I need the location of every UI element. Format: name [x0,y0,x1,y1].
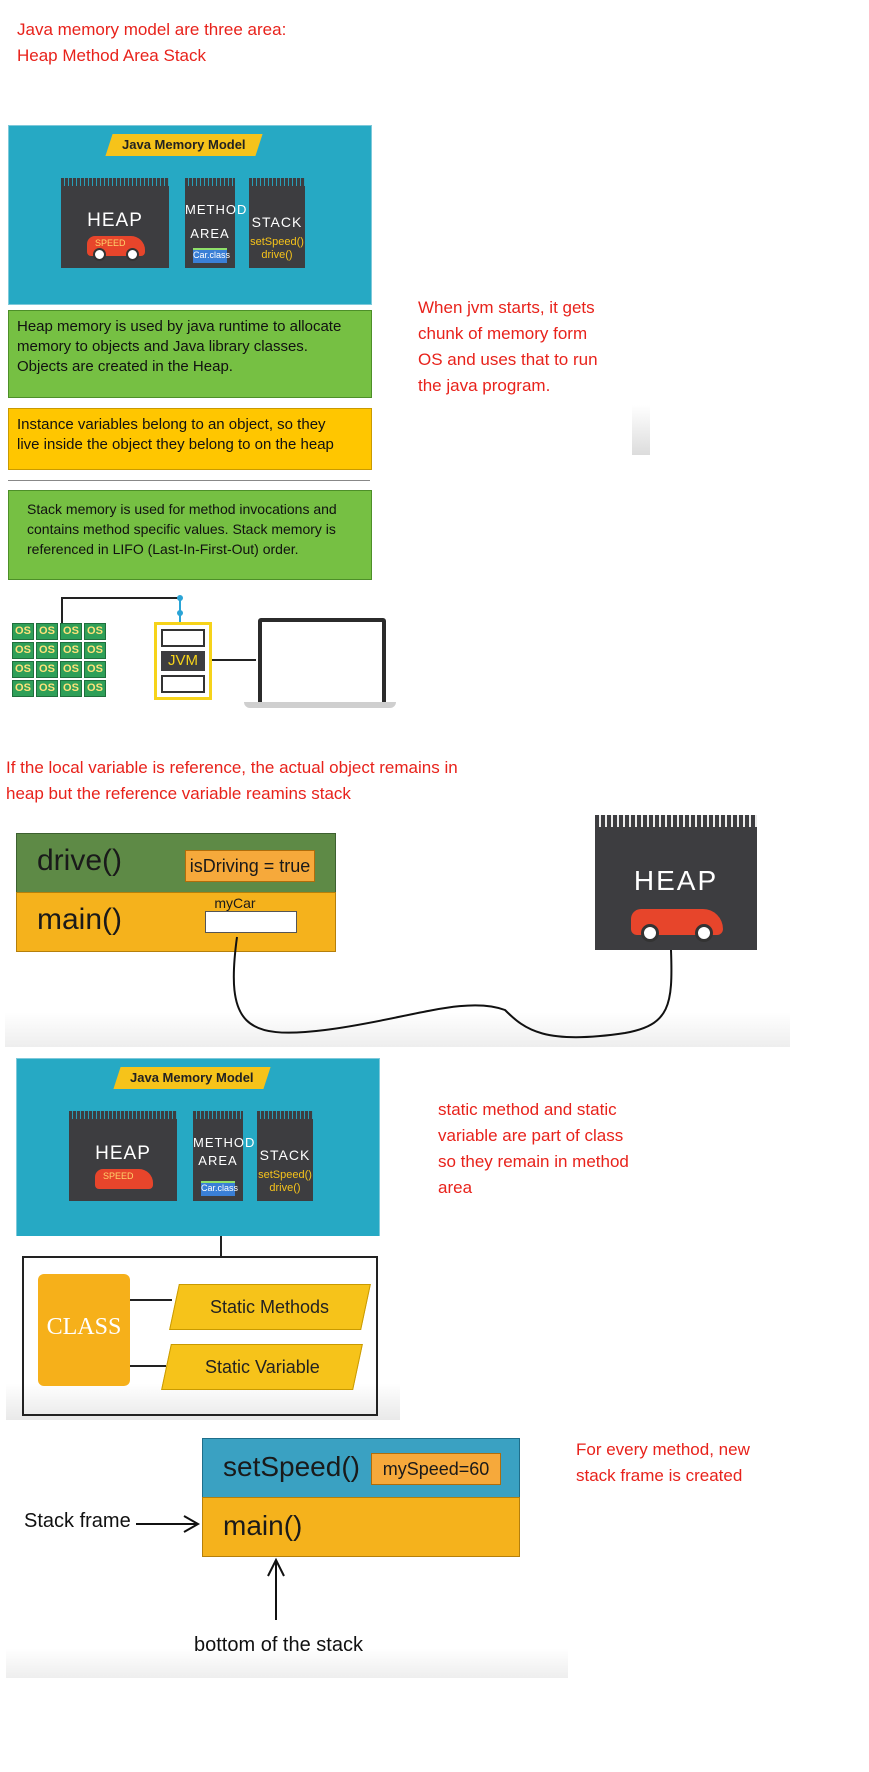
stack-frame-diagram: setSpeed() mySpeed=60 main() Stack frame… [6,1430,568,1678]
stack-arrows [136,1515,285,1620]
area-label: AREA [190,226,230,241]
bottom-of-stack-label: bottom of the stack [194,1634,363,1656]
laptop-base-icon [244,702,396,708]
stack-frame-note: For every method, new stack frame is cre… [576,1440,750,1485]
heap-large-label: HEAP [633,865,719,896]
drive-frame-label: drive() [37,844,123,877]
os-cell: OS [36,661,58,678]
panel-title-2: Java Memory Model [113,1067,271,1089]
jvm-start-note: When jvm starts, it gets chunk of memory… [418,298,598,395]
os-cell: OS [60,661,82,678]
my-car-slot [205,911,297,933]
is-driving-tag: isDriving = true [185,850,315,882]
set-speed-label: setSpeed() [250,236,304,248]
set-speed-frame-label: setSpeed() [223,1451,360,1482]
os-cell: OS [12,642,34,659]
stack-frame-label: Stack frame [24,1510,131,1532]
memory-model-panel-2: Java Memory Model HEAP SPEED METHOD AREA… [16,1058,380,1238]
heap-block: HEAP SPEED [61,178,169,268]
os-cell: OS [36,623,58,640]
class-diagram: CLASS Static Methods Static Variable [6,1236,400,1420]
car-icon-large [631,909,723,942]
intro-note: Java memory model are three area: Heap M… [17,20,287,65]
heap-label: HEAP [87,210,143,231]
stack-block-2: STACK setSpeed() drive() [257,1111,313,1201]
static-variable-tag: Static Variable [161,1344,363,1390]
main-frame-label: main() [37,903,123,936]
os-cell: OS [84,642,106,659]
os-cell: OS [60,680,82,697]
method-area-block-2: METHOD AREA Car.class [193,1111,254,1201]
drive-label: drive() [261,249,293,261]
instance-description-box: Instance variables belong to an object, … [8,408,372,470]
car-icon-2: SPEED [95,1169,153,1189]
heap-block-large: HEAP [595,815,757,950]
os-cell: OS [36,680,58,697]
os-cell: OS [12,661,34,678]
divider [8,480,370,481]
method-area-block: METHOD AREA Car.class [185,178,248,268]
memory-model-panel: Java Memory Model HEAP SPEED METHOD AREA… [8,125,372,305]
class-label: CLASS [46,1314,122,1340]
my-speed-tag: mySpeed=60 [371,1453,501,1485]
drive-frame: drive() isDriving = true [16,833,336,893]
os-jvm-lines [61,595,256,661]
stack-description: Stack memory is used for method invocati… [27,501,337,557]
stack-label: STACK [251,214,303,230]
heap-block-2: HEAP SPEED [69,1111,177,1201]
os-cell: OS [12,623,34,640]
main-stack-frame-label: main() [223,1510,303,1541]
static-methods-tag: Static Methods [169,1284,371,1330]
my-car-label: myCar [214,895,256,911]
car-icon: SPEED [87,236,145,261]
local-reference-note: If the local variable is reference, the … [6,758,458,803]
main-stack-frame: main() [202,1497,520,1557]
jvm-box: JVM [154,622,212,700]
stack-description-box: Stack memory is used for method invocati… [8,490,372,580]
reference-curve [232,936,673,1039]
laptop-screen-icon [258,618,386,708]
class-diagram-frame [22,1256,378,1416]
gray-strip [632,405,650,455]
os-cell: OS [60,623,82,640]
os-cell: OS [12,680,34,697]
os-cell: OS [84,661,106,678]
os-cell: OS [84,680,106,697]
os-cell: OS [36,642,58,659]
os-cell: OS [84,623,106,640]
car-class-tag: Car.class [193,248,230,263]
heap-description: Heap memory is used by java runtime to a… [17,318,342,375]
jvm-label: JVM [161,651,205,671]
stack-block: STACK setSpeed() drive() [249,178,305,268]
method-label: METHOD [185,202,248,217]
reference-diagram: drive() isDriving = true main() myCar HE… [5,815,790,1047]
class-connectors [130,1299,172,1367]
static-note: static method and static variable are pa… [438,1100,629,1197]
panel-title: Java Memory Model [105,134,263,156]
heap-description-box: Heap memory is used by java runtime to a… [8,310,372,398]
main-frame: main() myCar [16,892,336,952]
instance-description: Instance variables belong to an object, … [17,416,334,453]
class-doc-icon: CLASS [38,1274,130,1386]
os-cell: OS [60,642,82,659]
set-speed-frame: setSpeed() mySpeed=60 [202,1438,520,1498]
